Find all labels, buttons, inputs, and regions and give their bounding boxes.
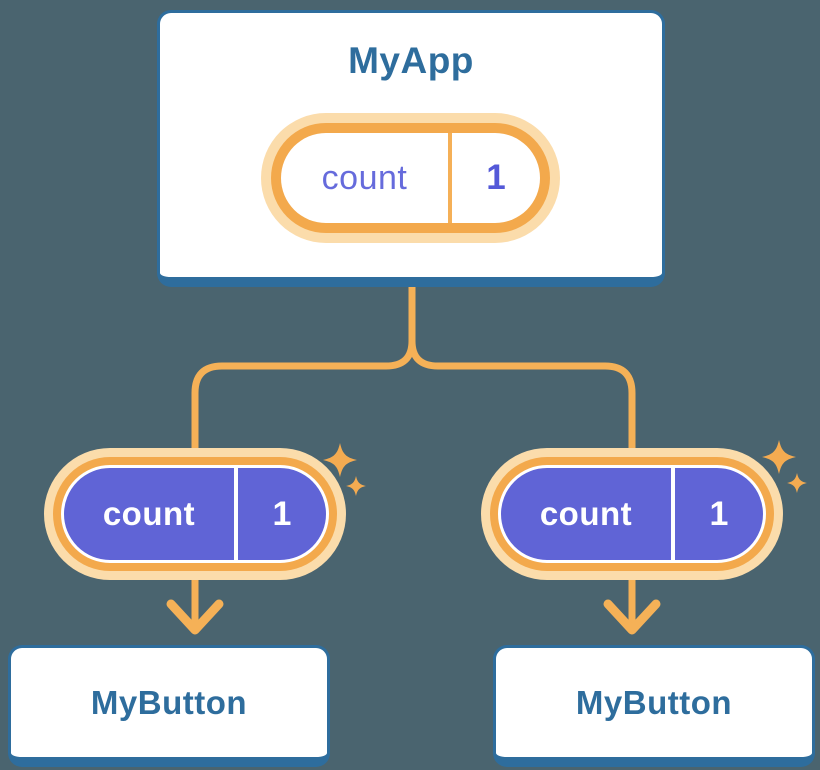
child-component-title: MyButton [575,683,733,721]
sparkle-small-star-icon [787,473,807,493]
root-component-title: MyApp [348,40,474,81]
state-name: count [102,495,196,532]
pill-ring: count 1 [53,457,337,571]
pill-divider [234,468,238,560]
pill-ring: count 1 [271,123,550,233]
state-value: 1 [709,494,729,533]
pill-core: count 1 [281,133,540,223]
pill-divider [671,468,675,560]
sparkle-large-star-icon [762,440,796,474]
pill-divider [448,133,452,223]
pill-core: count 1 [61,465,329,563]
pill-ring: count 1 [490,457,774,571]
state-value: 1 [486,158,506,197]
sparkle-small-star-icon [346,476,366,496]
state-name: count [539,495,633,532]
state-name: count [321,158,408,197]
child-state-pill-left: count 1 [44,448,346,580]
arrow-down-icon [166,599,224,635]
child-component-title: MyButton [90,683,248,721]
state-value: 1 [272,494,292,533]
child-state-pill-right: count 1 [481,448,783,580]
child-component-card-right: MyButton [493,645,815,767]
arrow-down-icon [603,599,661,635]
child-component-card-left: MyButton [8,645,330,767]
pill-core: count 1 [498,465,766,563]
root-state-pill: count 1 [261,113,560,243]
branch-connector-right [408,284,636,624]
